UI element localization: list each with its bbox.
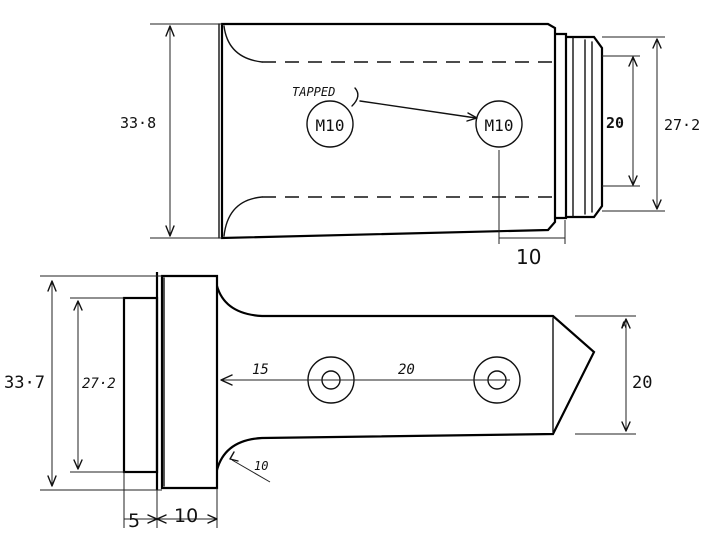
dim-27-2-arrow-top [652,38,662,49]
point-a-label: A [621,321,627,331]
dim-33-8-arrow-bottom [165,225,175,237]
tapped-label: TAPPED [292,85,335,99]
dim-33-7-arrow-bottom [47,475,57,487]
dim-20-r-text: 20 [632,373,652,393]
bottom-view: 15 20 33·7 27·2 20 A 10 [4,272,652,532]
dim-33-7-arrow-top [47,280,57,292]
top-step-collar [556,32,568,220]
radius-text: 10 [254,459,268,473]
dim-33-7-text: 33·7 [4,373,45,393]
dim-20-arrow-bottom [628,175,638,186]
bottom-flange [160,274,219,490]
dim-27-2-b-arrow-bottom [73,459,83,470]
dim-20-r-arrow-bottom [621,421,631,432]
dim-10-b-arrow-right [207,514,218,524]
hole-m10-right-label: M10 [485,116,514,135]
bottom-arm-outline [215,285,596,471]
dim-27-2-arrow-bottom [652,199,662,210]
top-fillet-lower [223,196,263,237]
dim-10-text: 10 [516,245,541,269]
hole-m10-right [475,100,523,148]
bottom-boss [122,296,159,474]
hole-m10-left-label: M10 [316,116,345,135]
dim-27-2-text: 27·2 [664,116,700,134]
hole-m10-left [306,100,354,148]
dim-10-b-arrow-left [156,514,167,524]
dim-20-arrow-top [628,56,638,67]
top-threaded-end [566,35,604,219]
dim-5-text: 5 [128,510,140,532]
dim-20-text: 20 [606,114,624,132]
dim-20-r-arrow-top [621,318,631,329]
radius-leader [231,459,271,483]
dim-15-arrow [220,374,233,386]
dim-33-8-text: 33·8 [120,114,156,132]
top-view: M10 M10 TAPPED 33·8 20 27·2 10 [120,22,700,269]
dim-10-b-text: 10 [174,505,198,527]
radius-arrow [229,451,239,462]
dim-27-2-b-text: 27·2 [82,376,116,392]
tapped-arrow-head [466,112,478,122]
dim-33-8-arrow-top [165,25,175,37]
tapped-leader-to-right [359,100,477,119]
top-fillet-upper [223,25,263,63]
dim-15-text: 15 [252,362,269,378]
tapped-leader [351,87,359,107]
dim-20-bottom-text: 20 [398,362,415,378]
dim-27-2-b-arrow-top [73,300,83,311]
